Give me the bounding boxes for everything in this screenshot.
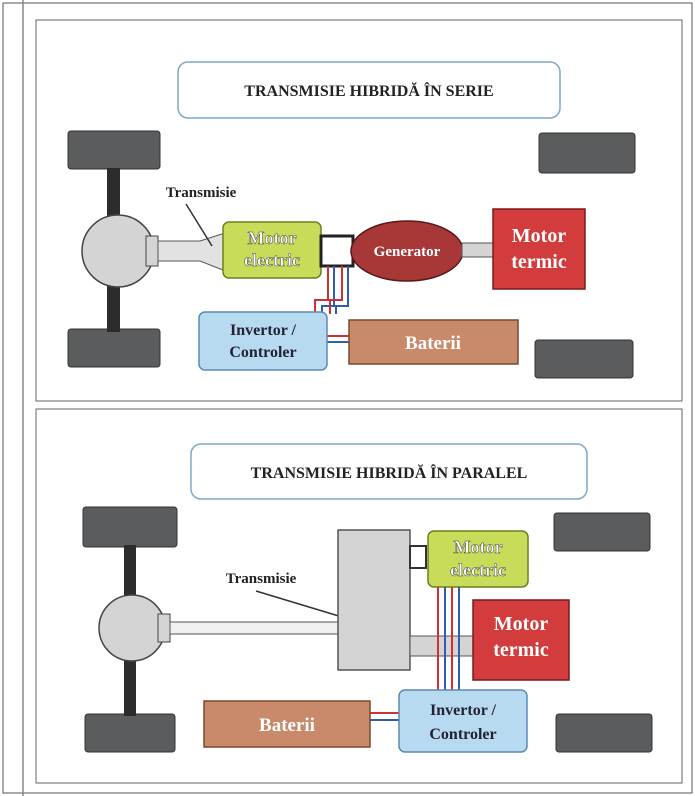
p-wheel-rear-left	[84, 713, 176, 753]
parallel-motor-termic-line2: termic	[493, 639, 549, 661]
parallel-baterii-label: Baterii	[259, 715, 315, 736]
parallel-title-box	[190, 443, 588, 500]
wheel-front-right	[538, 132, 636, 174]
series-transmission-pointer	[185, 203, 213, 247]
series-baterii	[348, 319, 519, 365]
series-wire-blue-1	[321, 266, 335, 314]
parallel-diff-flange	[157, 613, 171, 643]
parallel-coupling-electric	[409, 545, 427, 569]
parallel-motor-termic	[472, 599, 570, 681]
parallel-panel: TRANSMISIE HIBRIDĂ ÎN PARALEL Transmisie…	[35, 408, 683, 784]
series-baterii-label: Baterii	[405, 333, 461, 354]
wheel-rear-right	[534, 339, 634, 379]
series-motor-electric-line2: electric	[244, 250, 300, 270]
series-engine-shaft	[461, 242, 495, 258]
parallel-gearbox	[337, 529, 411, 671]
series-invertor	[198, 311, 328, 371]
series-transmission-label: Transmisie	[166, 185, 237, 201]
parallel-invertor-line2: Controler	[429, 726, 496, 743]
p-wheel-front-right	[553, 512, 651, 552]
p-wheel-front-left	[82, 506, 178, 548]
parallel-baterii	[203, 700, 371, 748]
series-wire-red-1	[314, 266, 329, 314]
parallel-motor-electric-line2: electric	[450, 560, 506, 580]
parallel-invertor	[398, 689, 528, 753]
series-invertor-line1: Invertor /	[230, 322, 296, 339]
parallel-motor-electric	[427, 530, 529, 588]
parallel-transmission-pointer	[255, 590, 353, 621]
parallel-title: TRANSMISIE HIBRIDĂ ÎN PARALEL	[251, 463, 528, 482]
series-wire-blue-2	[335, 266, 349, 314]
series-title-box	[177, 61, 561, 119]
series-invertor-line2: Controler	[229, 344, 296, 361]
parallel-motor-electric-line1: Motor	[454, 537, 503, 557]
parallel-drive-shaft	[169, 621, 339, 635]
series-panel: TRANSMISIE HIBRIDĂ ÎN SERIE Transmisie M…	[35, 19, 683, 402]
series-diff-flange	[145, 235, 159, 267]
series-title: TRANSMISIE HIBRIDĂ ÎN SERIE	[244, 81, 493, 100]
p-wheel-rear-right	[555, 713, 653, 753]
parallel-transmission-label: Transmisie	[226, 571, 297, 587]
series-wire-red-2	[329, 266, 343, 314]
series-motor-termic-line1: Motor	[512, 225, 567, 247]
series-motor-termic-line2: termic	[511, 251, 567, 273]
parallel-motor-termic-line1: Motor	[494, 613, 549, 635]
wheel-rear-left	[67, 328, 161, 368]
series-generator-label: Generator	[374, 244, 441, 260]
series-motor-termic	[492, 208, 586, 290]
series-coupling	[319, 234, 355, 268]
parallel-invertor-line1: Invertor /	[430, 702, 496, 719]
series-differential	[81, 214, 155, 288]
series-motor-electric-line1: Motor	[248, 228, 297, 248]
parallel-engine-shaft	[409, 635, 475, 657]
parallel-differential	[98, 594, 166, 662]
wheel-front-left	[67, 130, 161, 170]
